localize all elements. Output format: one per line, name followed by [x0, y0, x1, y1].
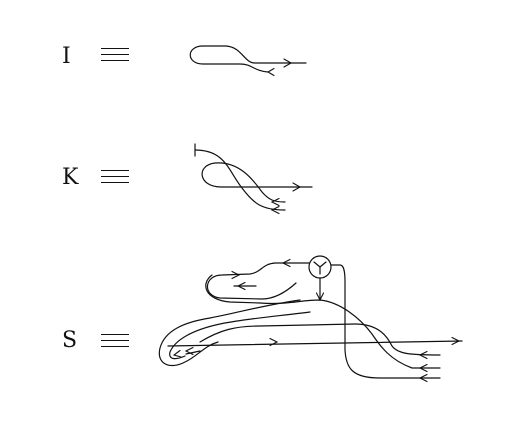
label-k: K: [62, 165, 79, 190]
s-hook: [158, 299, 301, 367]
s-wire-right: [330, 264, 441, 379]
equiv-sign-s: [101, 334, 129, 348]
diagram-i: [189, 45, 307, 77]
i-wire: [189, 45, 307, 73]
s-arrow-loop: [231, 270, 241, 280]
s-arrow-r2: [418, 363, 428, 373]
s-arrow-top: [281, 258, 291, 268]
s-inner-strand: [185, 350, 201, 355]
s-arrow-mid: [269, 337, 279, 347]
diagram-s: [158, 255, 463, 383]
s-loop-outer: [205, 274, 441, 369]
equiv-sign-i: [101, 48, 129, 62]
k-arrow-in-2: [270, 205, 280, 215]
s-upper-sweep: [199, 323, 441, 356]
label-s: S: [62, 328, 78, 353]
s-arrow-r1: [418, 350, 428, 360]
s-node-glyph: [313, 261, 327, 275]
s-arrow-dash: [236, 281, 246, 291]
diagram-k: [194, 143, 313, 215]
s-arrow-hook: [172, 349, 182, 358]
k-arrow-in-1: [270, 197, 280, 207]
i-arrow-in: [266, 67, 275, 77]
k-wire-b: [201, 162, 313, 203]
k-wire-a: [194, 149, 286, 211]
s-wire-top: [206, 262, 310, 300]
s-hook-inner: [169, 311, 311, 360]
s-arrow-r3: [418, 373, 428, 383]
s-arrow-inner: [184, 346, 194, 356]
label-i: I: [62, 44, 71, 69]
s-arrow-out: [451, 336, 461, 346]
i-arrow-out: [283, 58, 293, 68]
equiv-sign-k: [101, 170, 129, 184]
s-main-line: [167, 340, 463, 347]
k-arrow-out: [292, 182, 302, 192]
